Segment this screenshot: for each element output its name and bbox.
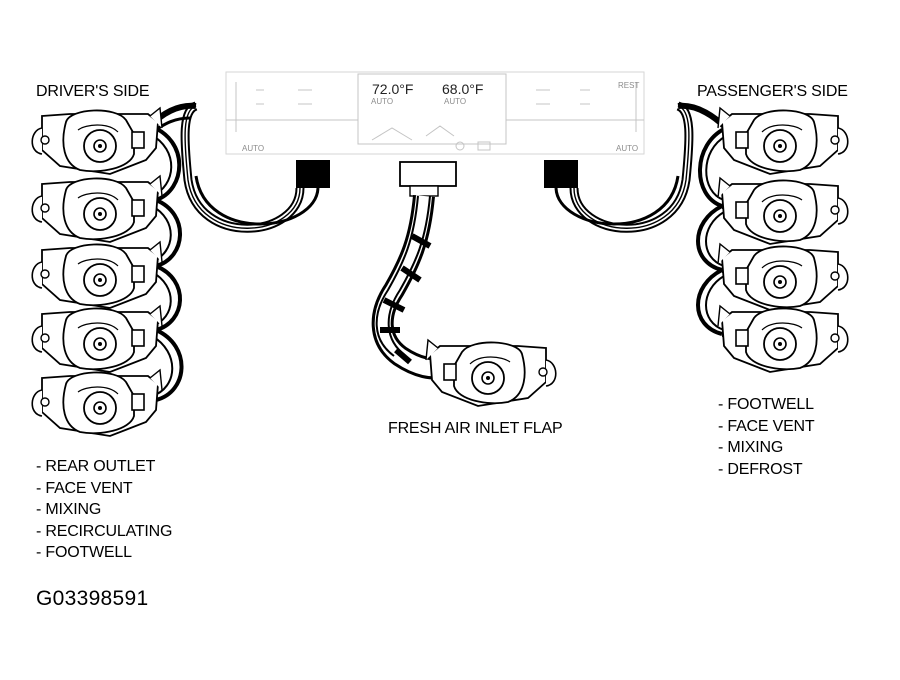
center-connector [399,161,457,197]
actuator-defrost [718,306,848,372]
driver-item-rear-outlet: - REAR OUTLET [36,458,156,475]
actuator-rear-outlet [31,107,163,175]
actuator-mixing-driver [31,241,163,309]
driver-item-face-vent: - FACE VENT [36,479,133,497]
right-wiring-harness [554,101,743,337]
actuator-recirculating [31,305,163,373]
driver-side-list: - REAR OUTLET - FACE VENT - MIXING - REC… [36,456,172,564]
driver-side-heading: DRIVER'S SIDE [36,83,150,100]
passenger-item-footwell: - FOOTWELL [718,396,814,413]
passenger-item-mixing: - MIXING [718,439,784,456]
driver-item-footwell: - FOOTWELL [36,544,132,561]
panel-right-temp: 68.0°F [442,81,483,97]
actuator-footwell-driver [31,369,163,437]
left-wiring-harness [133,101,320,403]
left-connector [296,160,330,188]
passenger-side-heading: PASSENGER'S SIDE [697,83,848,100]
driver-item-recirculating: - RECIRCULATING [36,522,173,540]
actuator-face-vent-passenger [718,178,848,244]
center-wiring-harness [371,194,448,380]
actuator-footwell-passenger [718,108,848,174]
fresh-air-inlet-label: FRESH AIR INLET FLAP [388,420,563,437]
passenger-item-defrost: - DEFROST [718,460,803,478]
figure-id: G03398591 [36,587,149,610]
actuator-mixing-passenger [718,244,848,310]
actuator-face-vent-driver [31,175,163,243]
panel-auto-left: AUTO [242,144,264,153]
passenger-side-list: - FOOTWELL - FACE VENT - MIXING - DEFROS… [718,394,815,480]
panel-auto-right: AUTO [616,144,638,153]
panel-left-temp: 72.0°F [372,81,413,97]
passenger-item-face-vent: - FACE VENT [718,417,815,435]
right-connector [544,160,578,188]
panel-rest: REST [618,81,639,90]
panel-left-mode: AUTO [371,97,393,106]
climate-control-panel [225,71,645,155]
actuator-fresh-air-inlet [425,339,557,407]
driver-item-mixing: - MIXING [36,501,102,518]
panel-right-mode: AUTO [444,97,466,106]
